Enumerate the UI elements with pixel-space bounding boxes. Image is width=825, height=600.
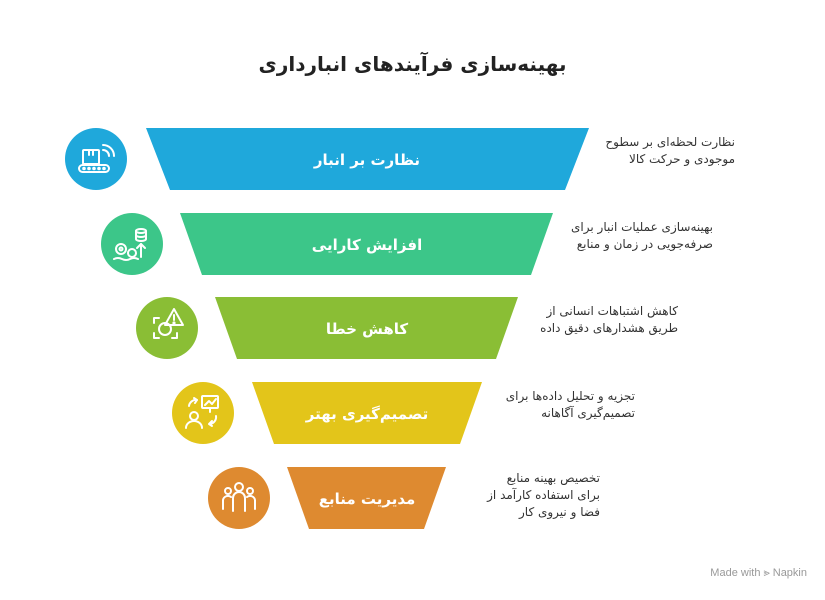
stage-description-error-reduction: کاهش اشتباهات انسانی از طریق هشدارهای دق…: [540, 303, 678, 337]
warehouse-conveyor-wifi-icon: [65, 128, 127, 190]
description-line: بهینه‌سازی عملیات انبار برای: [571, 220, 713, 234]
description-line: نظارت لحظه‌ای بر سطوح: [605, 135, 735, 149]
stage-description-monitoring: نظارت لحظه‌ای بر سطوح موجودی و حرکت کالا: [605, 134, 735, 168]
description-line: کاهش اشتباهات انسانی از: [546, 304, 678, 318]
analysis-decision-icon: [172, 382, 234, 444]
stage-description-efficiency: بهینه‌سازی عملیات انبار برای صرفه‌جویی د…: [571, 219, 713, 253]
stage-description-resources: تخصیص بهینه منابع برای استفاده کارآمد از…: [487, 470, 600, 521]
funnel-stage-monitoring: نظارت بر انبار: [146, 128, 589, 190]
page-title: بهینه‌سازی فرآیندهای انبارداری: [258, 52, 567, 76]
funnel-stage-resources: مدیریت منابع: [287, 467, 446, 529]
funnel-stage-decision: تصمیم‌گیری بهتر: [252, 382, 482, 444]
description-line: تصمیم‌گیری آگاهانه: [541, 406, 635, 420]
stage-label: مدیریت منابع: [319, 490, 416, 508]
stage-label: تصمیم‌گیری بهتر: [305, 405, 429, 423]
description-line: تخصیص بهینه منابع: [506, 471, 600, 485]
napkin-watermark: Made with ⪢ Napkin: [710, 567, 807, 579]
stage-description-decision: تجزیه و تحلیل داده‌ها برای تصمیم‌گیری آگ…: [506, 388, 635, 422]
gears-database-growth-icon: [101, 213, 163, 275]
description-line: طریق هشدارهای دقیق داده: [540, 321, 678, 335]
description-line: برای استفاده کارآمد از: [487, 488, 600, 502]
funnel-stage-error-reduction: کاهش خطا: [215, 297, 518, 359]
warning-focus-icon: [136, 297, 198, 359]
stage-label: افزایش کارایی: [312, 236, 422, 254]
description-line: تجزیه و تحلیل داده‌ها برای: [505, 389, 635, 403]
description-line: صرفه‌جویی در زمان و منابع: [576, 237, 713, 251]
description-line: موجودی و حرکت کالا: [629, 152, 735, 166]
stage-label: کاهش خطا: [326, 320, 409, 338]
stage-label: نظارت بر انبار: [313, 151, 420, 169]
people-team-icon: [208, 467, 270, 529]
description-line: فضا و نیروی کار: [519, 505, 600, 519]
funnel-stage-efficiency: افزایش کارایی: [180, 213, 553, 275]
